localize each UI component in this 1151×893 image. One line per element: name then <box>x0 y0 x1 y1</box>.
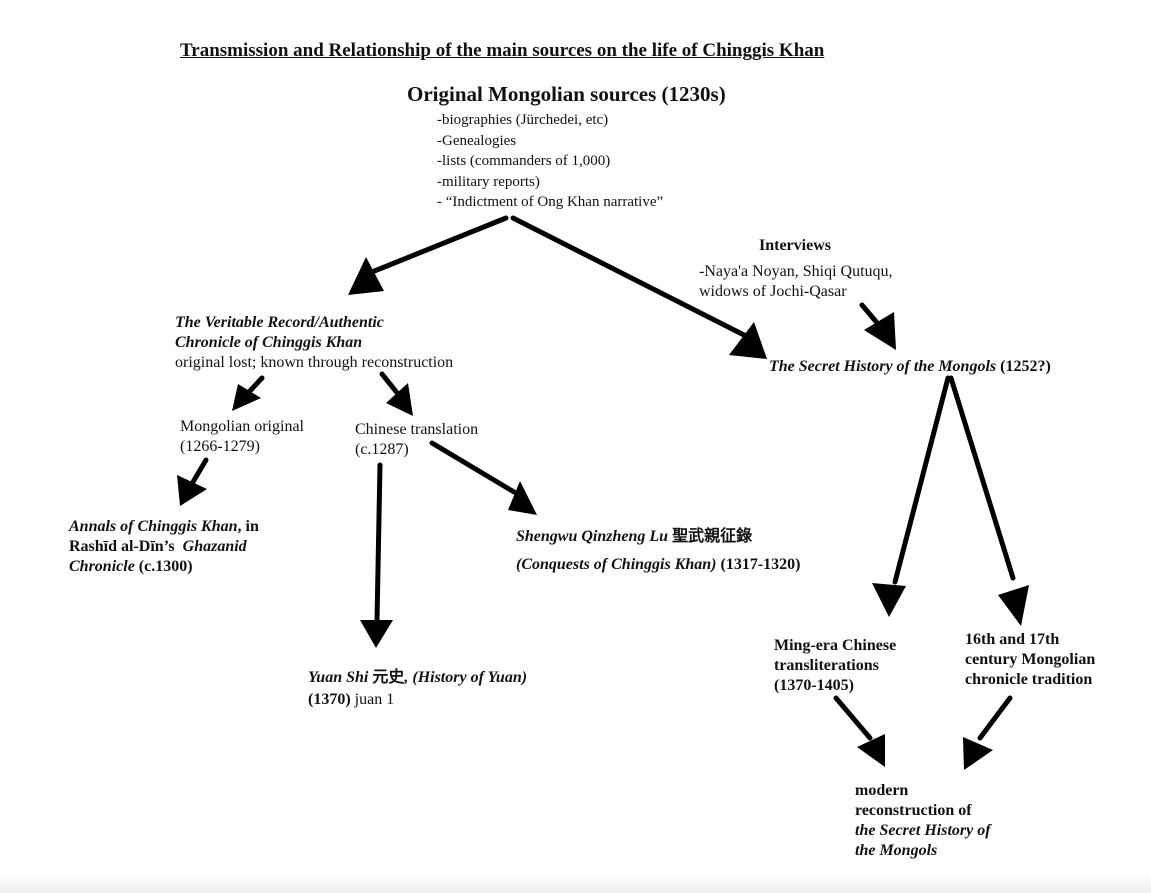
arrowhead-secret <box>729 322 767 359</box>
arrow-chinese-to-shengwu <box>429 440 517 495</box>
arrowhead-ming <box>872 583 906 617</box>
modern-line: the Secret History of <box>855 822 991 839</box>
annals-author: Rashīd al-Dīn’s <box>69 538 175 555</box>
yuan-shi-juan: juan 1 <box>354 691 395 708</box>
yuan-shi-date: (1370) <box>308 691 351 708</box>
yuan-shi-title: Yuan Shi <box>308 669 369 686</box>
modern-line: reconstruction of <box>855 802 972 819</box>
arrow-secret-to-chronicle <box>948 375 1016 581</box>
annals-title: Annals of Chinggis Khan <box>69 518 238 535</box>
arrowhead-yuan <box>360 620 393 648</box>
shengwu-node: Shengwu Qinzheng Lu 聖武親征錄 <box>516 522 752 546</box>
interviews-line: -Naya'a Noyan, Shiqi Qutuqu, <box>699 263 893 280</box>
chinese-translation-date: (c.1287) <box>355 441 409 458</box>
veritable-record-note: original lost; known through reconstruct… <box>175 354 454 371</box>
ming-era-line: Ming-era Chinese <box>774 637 897 654</box>
arrow-interviews-to-secret <box>859 302 881 327</box>
arrow-secret-to-ming <box>892 375 951 585</box>
arrowhead-interviews <box>864 312 896 350</box>
page-title: Transmission and Relationship of the mai… <box>180 40 825 61</box>
annals-chronicle-name: Ghazanid <box>182 538 247 555</box>
list-item: -lists (commanders of 1,000) <box>437 153 611 169</box>
yuan-shi-subtitle: , (History of Yuan) <box>404 669 528 686</box>
secret-history-node: The Secret History of the Mongols (1252?… <box>769 358 1051 376</box>
arrow-mongolian-to-annals <box>190 457 209 485</box>
arrow-chinese-to-yuan <box>374 462 383 624</box>
annals-chronicle-word: Chronicle <box>69 558 135 575</box>
original-sources-list: -biographies (Jürchedei, etc) -Genealogi… <box>437 110 663 213</box>
interviews-line: widows of Jochi-Qasar <box>699 283 847 300</box>
chronicle-line: century Mongolian <box>965 651 1096 668</box>
modern-line: the Mongols <box>855 842 938 859</box>
annals-title-rest: , in <box>237 518 259 535</box>
mongolian-original-date: (1266-1279) <box>180 438 260 455</box>
bottom-shadow <box>0 872 1151 893</box>
shengwu-title: Shengwu Qinzheng Lu <box>516 528 669 545</box>
arrow-ming-to-modern <box>833 695 873 741</box>
annals-date: (c.1300) <box>134 558 193 575</box>
list-item: -Genealogies <box>437 132 517 149</box>
arrow-chronicle-to-modern <box>977 695 1013 741</box>
modern-reconstruction-node: modern reconstruction of the Secret Hist… <box>855 781 991 861</box>
arrowhead-annals <box>177 475 207 506</box>
mongolian-chronicle-node: 16th and 17th century Mongolian chronicl… <box>965 630 1095 690</box>
conquests-node: (Conquests of Chinggis Khan) (1317-1320) <box>516 556 801 574</box>
arrow-orig-to-secret <box>510 215 749 339</box>
interviews-text: -Naya'a Noyan, Shiqi Qutuqu, widows of J… <box>699 262 893 302</box>
chinese-translation-node: Chinese translation (c.1287) <box>355 420 478 460</box>
mongolian-original-label: Mongolian original <box>180 418 304 435</box>
yuan-shi-chinese: 元史 <box>372 667 405 686</box>
arrowhead-mongolian-original <box>232 384 261 411</box>
chronicle-line: 16th and 17th <box>965 631 1060 648</box>
shengwu-chinese: 聖武親征錄 <box>672 526 753 545</box>
ming-era-line: (1370-1405) <box>774 677 854 694</box>
secret-history-date: (1252?) <box>1000 358 1051 375</box>
chinese-translation-label: Chinese translation <box>355 421 479 438</box>
arrow-veritable-to-mongolian <box>246 375 265 395</box>
modern-line: modern <box>855 782 909 799</box>
annals-node: Annals of Chinggis Khan, in Rashīd al-Dī… <box>69 517 259 577</box>
arrow-veritable-to-chinese <box>379 371 401 397</box>
veritable-record-title: The Veritable Record/Authentic <box>175 314 384 331</box>
arrowhead-modern-left <box>857 734 885 767</box>
ming-era-node: Ming-era Chinese transliterations (1370-… <box>774 636 896 696</box>
arrowhead-veritable <box>348 257 384 295</box>
arrow-orig-to-veritable <box>369 215 509 275</box>
original-sources-heading: Original Mongolian sources (1230s) <box>407 82 726 106</box>
list-item: -biographies (Jürchedei, etc) <box>437 112 609 128</box>
interviews-heading: Interviews <box>759 237 831 254</box>
veritable-record-node: The Veritable Record/Authentic Chronicle… <box>175 313 453 373</box>
mongolian-original-node: Mongolian original (1266-1279) <box>180 417 304 457</box>
arrowhead-modern-right <box>963 737 993 770</box>
yuan-shi-node: Yuan Shi 元史, (History of Yuan) (1370) ju… <box>308 666 527 711</box>
list-item: -military reports) <box>437 173 540 190</box>
secret-history-title: The Secret History of the Mongols <box>769 358 997 375</box>
list-item: - “Indictment of Ong Khan narrative” <box>437 194 664 210</box>
arrowhead-chronicle <box>998 585 1029 626</box>
chronicle-line: chronicle tradition <box>965 671 1093 688</box>
arrowhead-shengwu <box>508 481 537 515</box>
conquests-date: (1317-1320) <box>720 556 801 573</box>
veritable-record-subtitle: Chronicle of Chinggis Khan <box>175 334 363 351</box>
ming-era-line: transliterations <box>774 657 879 674</box>
conquests-title: (Conquests of Chinggis Khan) <box>516 556 717 573</box>
arrowhead-chinese-translation <box>386 383 413 416</box>
